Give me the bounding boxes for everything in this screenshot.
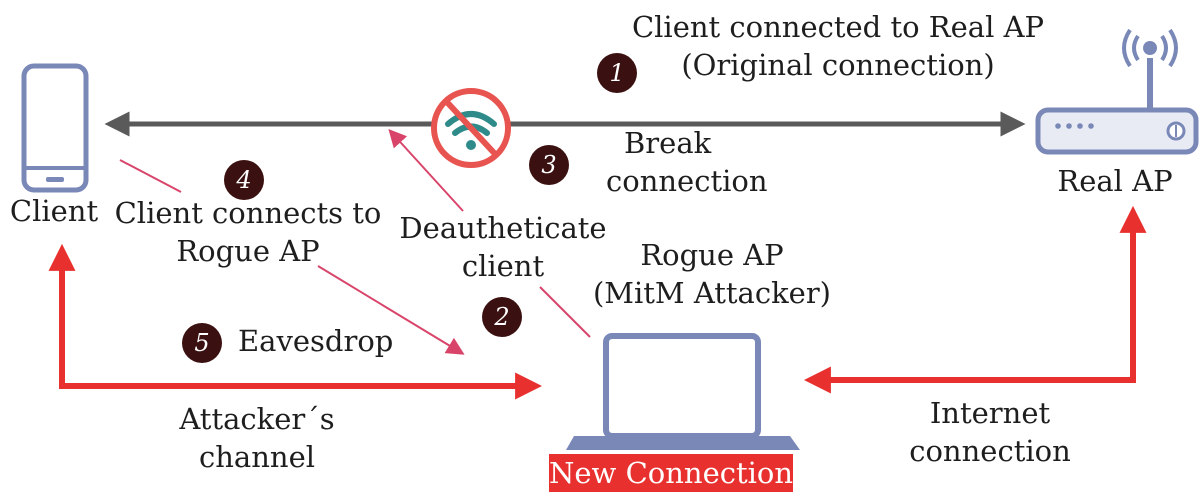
step-badge-3: 3 <box>529 145 569 185</box>
step-badge-4: 4 <box>224 160 264 200</box>
internet-line1: Internet <box>929 396 1051 430</box>
deauth-arrow <box>388 129 464 212</box>
deauth-line2: client <box>461 249 545 283</box>
attacker-channel-arrow <box>48 243 543 400</box>
smartphone-icon <box>21 63 89 193</box>
deauth-line1: Deautheticate <box>399 211 607 245</box>
rogue-pointer-line <box>539 286 591 338</box>
internet-connection-label: Internet connection <box>890 394 1090 470</box>
original-connection-subtitle: (Original connection) <box>681 48 995 82</box>
internet-line2: connection <box>909 434 1071 468</box>
internet-connection-arrow <box>803 205 1147 394</box>
real-ap-label: Real AP <box>1057 164 1173 198</box>
client-label: Client <box>9 194 99 228</box>
rogue-connect-arrow <box>317 265 465 355</box>
wifi-router-icon <box>1035 28 1199 155</box>
rogue-line1: Rogue AP <box>640 238 784 272</box>
new-connection-badge: New Connection <box>549 454 794 492</box>
step-badge-1: 1 <box>597 53 637 93</box>
no-wifi-icon <box>431 88 511 168</box>
deauthenticate-label: Deautheticate client <box>394 209 612 285</box>
connects-line1: Client connects to <box>114 196 382 230</box>
rogue-ap-label: Rogue AP (MitM Attacker) <box>592 236 832 312</box>
attacker-line2: channel <box>199 440 315 474</box>
laptop-icon <box>566 333 800 450</box>
break-line1: Break <box>624 126 712 160</box>
original-connection-label: Client connected to Real AP (Original co… <box>628 8 1048 84</box>
rogue-line2: (MitM Attacker) <box>592 276 832 310</box>
client-pointer-line <box>119 159 182 193</box>
break-line2: connection <box>606 164 768 198</box>
client-connects-label: Client connects to Rogue AP <box>112 194 384 270</box>
original-connection-title: Client connected to Real AP <box>631 10 1045 44</box>
attacker-channel-label: Attacker´s channel <box>152 400 362 476</box>
attacker-line1: Attacker´s <box>179 402 335 436</box>
step-badge-5: 5 <box>182 323 222 363</box>
connects-line2: Rogue AP <box>176 234 320 268</box>
step-badge-2: 2 <box>482 297 522 337</box>
break-connection-label: Break connection <box>606 124 768 200</box>
eavesdrop-label: Eavesdrop <box>238 324 394 358</box>
